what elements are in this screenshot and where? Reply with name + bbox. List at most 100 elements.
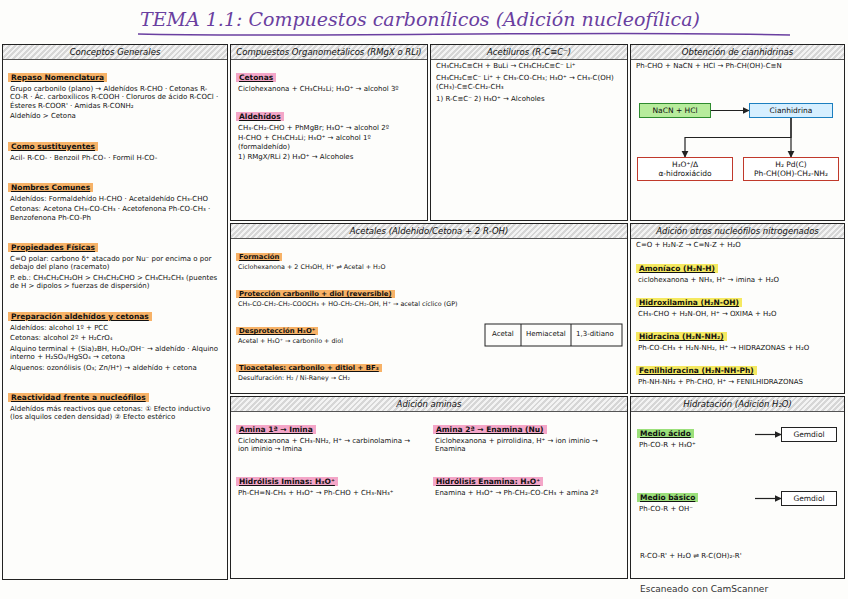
note-text: Alquino terminal + (Sia)₂BH, H₂O₂/OH⁻ → …	[8, 344, 222, 363]
section-panel: Conceptos GeneralesRepaso NomenclaturaGr…	[2, 44, 228, 580]
section-heading: Preparación aldehídos y cetonas	[8, 312, 152, 321]
topic-block: Protección carbonilo + diol (reversible)…	[236, 281, 480, 310]
topic-block: Fenilhidracina (H₂N-NH-Ph) Ph-NH-NH₂ + Ph…	[636, 358, 839, 387]
topic-block: Desprotección H₃O⁺Acetal + H₃O⁺ → carbon…	[236, 318, 480, 347]
note-text: CH₃-CHO + H₂N-OH, H⁺ → OXIMA + H₂O	[636, 309, 839, 319]
note-text: Enamina + H₃O⁺ → Ph-CH₂-CO-CH₃ + amina 2…	[433, 488, 621, 498]
arrow-connector	[711, 110, 749, 111]
section-heading: Hidracina (H₂N-NH₂)	[636, 332, 727, 341]
topic-block: Amina 2ª → Enamina (Nu) Ciclohexanona + p…	[433, 417, 621, 455]
reagent-box: NaCN + HCl	[639, 103, 711, 118]
note-text: Aldehídos: Formaldehído H-CHO · Acetalde…	[8, 194, 222, 204]
section-panel: Compuestos Organometálicos (RMgX o RLi) C…	[230, 44, 428, 221]
section-heading: Hidroxilamina (H₂N-OH)	[636, 298, 742, 307]
section-heading: Hidrólisis Enamina: H₃O⁺	[433, 477, 543, 486]
note-text: Desulfuración: H₂ / Ni-Raney → CH₂	[236, 374, 480, 384]
topic-block: Hidracina (H₂N-NH₂) Ph-CO-CH₃ + H₂N-NH₂, …	[636, 324, 839, 353]
title-underline	[138, 33, 790, 35]
note-text: Ciclohexanona + CH₃-NH₂, H⁺ → carbinolam…	[236, 436, 424, 455]
topic-block: Hidrólisis Iminas: H₃O⁺ Ph-CH=N-CH₃ + H₃O…	[236, 469, 424, 498]
note-text: Ph-NH-NH₂ + Ph-CHO, H⁺ → FENILHIDRAZONAS	[636, 377, 839, 387]
note-text: Ciclohexanona + CH₃CH₂Li; H₃O⁺ → alcohol…	[236, 84, 422, 94]
topic-block: Amina 1ª → IminaCiclohexanona + CH₃-NH₂,…	[236, 417, 424, 455]
section-heading: Amina 1ª → Imina	[236, 425, 316, 434]
section-heading: Reactividad frente a nucleófilos	[8, 393, 149, 402]
section-panel: Adición otros nucleófilos nitrogenadosC=…	[630, 223, 845, 394]
panel-title: Acetales (Aldehído/Cetona + 2 R-OH)	[231, 224, 627, 239]
section-heading: Fenilhidracina (H₂N-NH-Ph)	[636, 366, 757, 375]
topic-block: Amoníaco (H₂N-H)ciclohexanona + NH₃, H⁺ …	[636, 256, 839, 285]
product-box: Gemdiol	[781, 491, 837, 506]
topic-block: Reactividad frente a nucleófilosAldehído…	[8, 385, 222, 423]
topic-block: Medio básicoPh-CO-R + OH⁻	[637, 485, 755, 514]
section-panel: Obtención de cianhidrinasPh-CHO + NaCN +…	[630, 44, 845, 221]
section-panel: Acetales (Aldehído/Cetona + 2 R-OH) Forma…	[230, 223, 628, 394]
box-label: Gemdiol	[785, 430, 833, 439]
note-text: Ph-CO-CH₃ + H₂N-NH₂, H⁺ → HIDRAZONAS + H…	[636, 343, 839, 353]
section-heading: Formación	[236, 253, 282, 261]
section-heading: Como sustituyentes	[8, 142, 98, 151]
note-text: Cetonas: Acetona CH₃-CO-CH₃ · Acetofenon…	[8, 204, 222, 223]
section-heading: Desprotección H₃O⁺	[236, 327, 318, 335]
box-label: α-hidroxiácido	[641, 169, 729, 178]
product-box: H₃O⁺/Δα-hidroxiácido	[637, 157, 733, 181]
section-heading: Amoníaco (H₂N-H)	[636, 264, 718, 273]
section-heading: Hidrólisis Iminas: H₃O⁺	[236, 477, 338, 486]
note-text: C=O polar: carbono δ⁺ atacado por Nu⁻ po…	[8, 254, 222, 273]
note-text: 1) RMgX/RLi 2) H₃O⁺ → Alcoholes	[236, 152, 422, 162]
section-heading: Protección carbonilo + diol (reversible)	[236, 290, 395, 298]
topic-block: Como sustituyentesAcil- R-CO- · Benzoil …	[8, 134, 222, 163]
topic-block: Hidroxilamina (H₂N-OH) CH₃-CHO + H₂N-OH, …	[636, 290, 839, 319]
arrow-connector	[755, 434, 781, 435]
box-label: H₂ Pd(C)	[747, 160, 835, 169]
topic-block: Tioacetales: carbonilo + ditiol + BF₃ Des…	[236, 355, 480, 384]
panel-title: Obtención de cianhidrinas	[631, 45, 844, 60]
arrow-connector	[685, 118, 791, 157]
box-label: NaCN + HCl	[643, 106, 707, 115]
section-heading: Propiedades Físicas	[8, 243, 98, 252]
section-heading: Medio ácido	[637, 429, 694, 438]
note-text: Ph-CH=N-CH₃ + H₃O⁺ → Ph-CHO + CH₃-NH₃⁺	[236, 488, 424, 498]
section-panel: Adición aminasAmina 1ª → IminaCiclohexan…	[230, 396, 628, 579]
page-title: TEMA 1.1: Compuestos carbonílicos (Adici…	[140, 8, 700, 30]
panel-title: Adición aminas	[231, 397, 627, 412]
topic-block: Preparación aldehídos y cetonasAldehídos…	[8, 304, 222, 373]
topic-block: Propiedades FísicasC=O polar: carbono δ⁺…	[8, 235, 222, 292]
note-text: Ciclohexanona + pirrolidina, H⁺ → ion im…	[433, 436, 621, 455]
panel-title: Acetiluros (R-C≡C⁻)	[431, 45, 627, 60]
note-text: H-CHO + CH₃CH₂Li; H₃O⁺ → alcohol 1º (for…	[236, 133, 422, 152]
topic-block: Nombres ComunesAldehídos: Formaldehído H…	[8, 175, 222, 223]
note-text: Alquenos: ozonólisis (O₃; Zn/H⁺) → aldeh…	[8, 363, 222, 373]
box-label: Gemdiol	[785, 494, 833, 503]
panel-title: Compuestos Organometálicos (RMgX o RLi)	[231, 45, 427, 60]
product-box: Cianhidrina	[749, 103, 833, 118]
note-text: C=O + H₂N-Z → C=N-Z + H₂O	[631, 239, 844, 251]
topic-block: CetonasCiclohexanona + CH₃CH₂Li; H₃O⁺ → …	[236, 65, 422, 94]
note-text: CH₃-CO-CH₂-CH₂-COOCH₃ + HO-CH₂-CH₂-OH, H…	[236, 300, 480, 310]
topic-block: Hidrólisis Enamina: H₃O⁺ Enamina + H₃O⁺ →…	[433, 469, 621, 498]
product-box: Gemdiol	[781, 427, 837, 442]
box-label: Cianhidrina	[753, 106, 829, 115]
table-grid	[485, 324, 622, 346]
note-text: Acil- R-CO- · Benzoil Ph-CO- · Formil H-…	[8, 153, 222, 163]
section-panel: Acetiluros (R-C≡C⁻)CH₃CH₂C≡CH + BuLi → C…	[430, 44, 628, 221]
note-text: Aldehídos: alcohol 1º + PCC	[8, 323, 222, 333]
note-text: P. eb.: CH₃CH₂CH₂OH > CH₃CH₂CHO > CH₃CH₂…	[8, 273, 222, 292]
topic-block: FormaciónCiclohexanona + 2 CH₃OH, H⁺ ⇌ A…	[236, 244, 480, 273]
panel-title: Adición otros nucleófilos nitrogenados	[631, 224, 844, 239]
section-heading: Medio básico	[637, 493, 698, 502]
section-heading: Cetonas	[236, 73, 276, 82]
note-text: 1) R-C≡C⁻ 2) H₃O⁺ → Alcoholes	[431, 93, 627, 105]
section-panel: Hidratación (Adición H₂O)Medio ácidoPh-C…	[630, 396, 845, 579]
panel-title: Hidratación (Adición H₂O)	[631, 397, 844, 412]
arrow-connector	[790, 118, 791, 157]
section-heading: Nombres Comunes	[8, 183, 93, 192]
section-heading: Tioacetales: carbonilo + ditiol + BF₃	[236, 364, 382, 372]
section-heading: Amina 2ª → Enamina (Nu)	[433, 425, 547, 434]
table-cell: Hemiacetal	[526, 330, 566, 338]
product-box: H₂ Pd(C)Ph-CH(OH)-CH₂-NH₂	[743, 157, 839, 181]
note-text: CH₃CH₂C≡CH + BuLi → CH₃CH₂C≡C⁻ Li⁺	[431, 60, 627, 72]
note-text: R-CO-R' + H₂O ⇌ R-C(OH)₂-R'	[640, 552, 742, 560]
panel-title: Conceptos Generales	[3, 45, 227, 60]
note-text: Ph-CHO + NaCN + HCl → Ph-CH(OH)-C≡N	[631, 60, 844, 72]
